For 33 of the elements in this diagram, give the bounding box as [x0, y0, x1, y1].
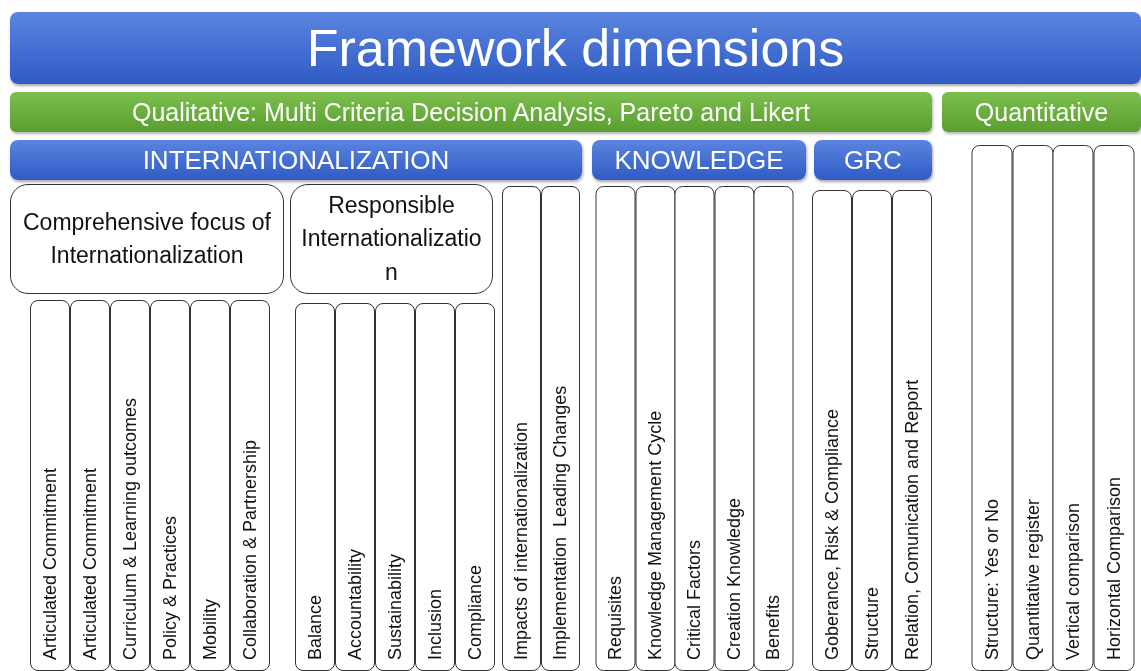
item-box: Accountability	[335, 303, 375, 671]
item-box: Collaboration & Partnership	[230, 300, 270, 671]
heading-band: Framework dimensions	[10, 12, 1141, 84]
item-box: Quantitative register	[1012, 145, 1053, 671]
group-box: Responsible Internationalization	[290, 184, 493, 294]
item-box: Benefits	[754, 186, 794, 671]
item-box: Structure	[852, 190, 892, 671]
item-box: Implementation Leading Changes	[541, 186, 580, 671]
item-box: Mobility	[190, 300, 230, 671]
group-box: Comprehensive focus of Internationalization	[10, 184, 284, 294]
item-box: Compliance	[455, 303, 495, 671]
item-box: Requisites	[596, 186, 636, 671]
item-box: Vertical comparison	[1053, 145, 1094, 671]
item-box: Creation Knowledge	[714, 186, 754, 671]
item-box: Articulated Commitment	[30, 300, 70, 671]
item-box: Knowledge Management Cycle	[635, 186, 675, 671]
item-box: Critical Factors	[675, 186, 715, 671]
item-box: Policy & Practices	[150, 300, 190, 671]
item-box: Inclusion	[415, 303, 455, 671]
item-box: Balance	[295, 303, 335, 671]
item-box: Sustainability	[375, 303, 415, 671]
item-box: Impacts of internationalization	[502, 186, 541, 671]
item-box: Articulated Commitment	[70, 300, 110, 671]
item-box: Structure: Yes or No	[972, 145, 1013, 671]
category-band: Qualitative: Multi Criteria Decision Analysis, Pareto and Likert	[10, 92, 932, 132]
item-box: Goberance, Risk & Compliance	[812, 190, 852, 671]
heading-band: INTERNATIONALIZATION	[10, 140, 582, 180]
item-box: Relation, Comunication and Report	[892, 190, 932, 671]
heading-band: KNOWLEDGE	[592, 140, 806, 180]
item-box: Horizontal Comparison	[1093, 145, 1134, 671]
category-band: Quantitative	[942, 92, 1141, 132]
item-box: Curriculum & Learning outcomes	[110, 300, 150, 671]
heading-band: GRC	[814, 140, 932, 180]
